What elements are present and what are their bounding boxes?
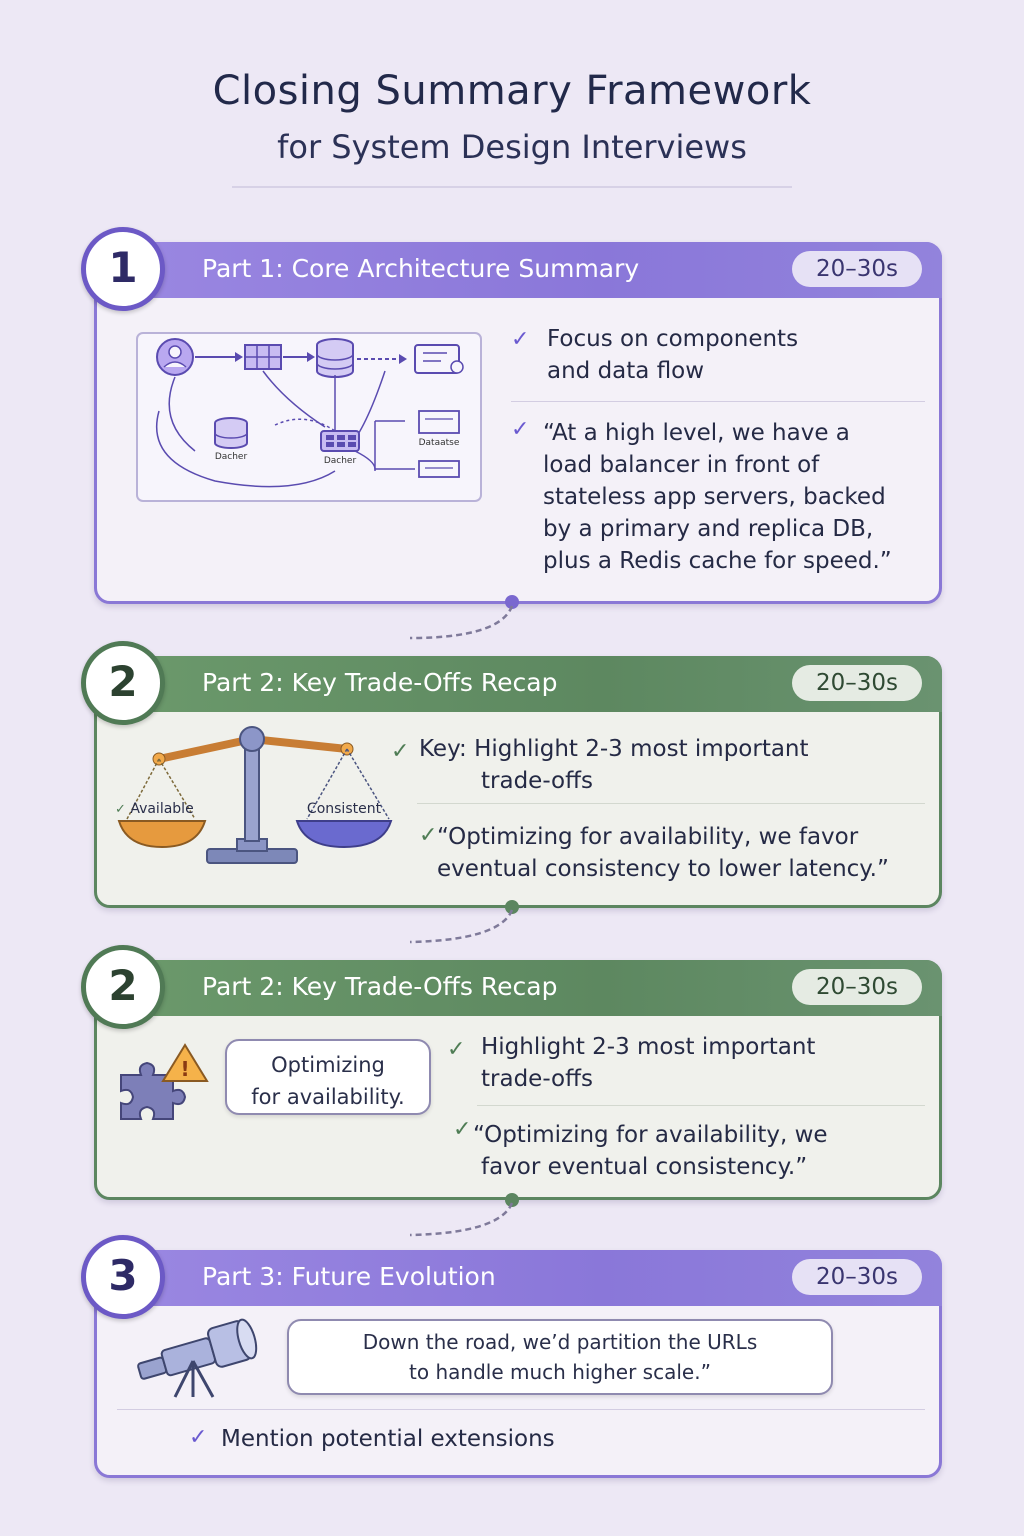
section-title: Part 2: Key Trade-Offs Recap [202,668,558,697]
section-divider [477,1105,925,1106]
server-icon [244,344,282,370]
page-title: Closing Summary Framework [212,68,812,114]
section-1-quote: “At a high level, we have a load balance… [543,420,892,574]
section-3-card: Part 3: Future Evolution 20–30s 3 Down t… [81,1235,942,1478]
speech-bubble: Optimizing for availability. [225,1039,431,1115]
section-2-quote: “Optimizing for availability, we favor e… [437,824,889,882]
check-icon: ✓ [453,1117,472,1142]
server-icon [320,430,360,452]
scale-label-available: Available [130,801,193,817]
check-icon: ✓ [511,417,530,442]
time-badge: 20–30s [792,969,922,1005]
bubble-line: Down the road, we’d partition the URLs [362,1330,758,1354]
document-icon [418,410,460,478]
svg-text:✓: ✓ [115,802,126,817]
section-title: Part 2: Key Trade-Offs Recap [202,972,558,1001]
section-2b-bullet: Highlight 2-3 most important trade-offs [481,1034,816,1092]
section-header: Part 2: Key Trade-Offs Recap 20–30s [94,656,942,712]
section-title: Part 1: Core Architecture Summary [202,254,640,283]
connector-dot [505,595,519,609]
section-1-card: Part 1: Core Architecture Summary 20–30s… [81,227,942,604]
bubble-line: Optimizing [271,1053,385,1077]
check-icon: ✓ [447,1037,466,1062]
section-2b-quote: “Optimizing for availability, we favor e… [473,1122,828,1180]
database-icon [316,338,354,378]
architecture-diagram: Dacher Dacher Dataatse [136,332,482,502]
time-badge: 20–30s [792,251,922,287]
telescope-icon [137,1318,258,1398]
bubble-line: for availability. [251,1085,405,1109]
connector-line [409,605,514,640]
check-icon: ✓ [189,1425,208,1450]
diagram-label-left: Dacher [215,452,248,462]
database-icon [214,417,248,449]
section-header: Part 1: Core Architecture Summary 20–30s [94,242,942,298]
speech-bubble: Down the road, we’d partition the URLs t… [287,1319,833,1395]
section-number-badge: 1 [81,227,165,311]
check-icon: ✓ [419,823,438,848]
svg-text:!: ! [180,1057,189,1081]
section-2-bullet: Key: Highlight 2-3 most important trade-… [419,736,809,794]
time-badge: 20–30s [792,1259,922,1295]
diagram-label-middle: Dacher [324,456,357,466]
connector-line [409,909,514,944]
bubble-line: to handle much higher scale.” [409,1360,711,1384]
check-icon: ✓ [391,739,410,764]
connector-dot [505,1193,519,1207]
section-3-bullet: Mention potential extensions [221,1426,555,1452]
connector-line [409,1202,514,1237]
section-header: Part 2: Key Trade-Offs Recap 20–30s [94,960,942,1016]
section-divider [117,1409,925,1410]
user-icon [156,338,194,376]
queue-icon [414,344,464,374]
check-icon: ✓ [511,327,530,352]
connector-dot [505,900,519,914]
section-title: Part 3: Future Evolution [202,1262,496,1291]
section-divider [511,401,925,402]
section-divider [417,803,925,804]
section-2-card: Part 2: Key Trade-Offs Recap 20–30s 2 Av… [81,641,942,908]
section-number-badge: 2 [81,945,165,1029]
page-subtitle: for System Design Interviews [277,128,747,166]
puzzle-warning-icon: ! [120,1043,209,1120]
scale-label-consistent: Consistent [307,801,382,817]
section-2-card-alt: Part 2: Key Trade-Offs Recap 20–30s 2 ! … [81,945,942,1200]
section-number-badge: 2 [81,641,165,725]
section-header: Part 3: Future Evolution 20–30s [94,1250,942,1306]
time-badge: 20–30s [792,665,922,701]
section-number-badge: 3 [81,1235,165,1319]
balance-scale-icon: Available Consistent ✓ [115,726,393,864]
diagram-label-right: Dataatse [419,438,460,448]
section-1-bullet: Focus on components and data flow [547,326,799,384]
title-divider [232,186,792,188]
